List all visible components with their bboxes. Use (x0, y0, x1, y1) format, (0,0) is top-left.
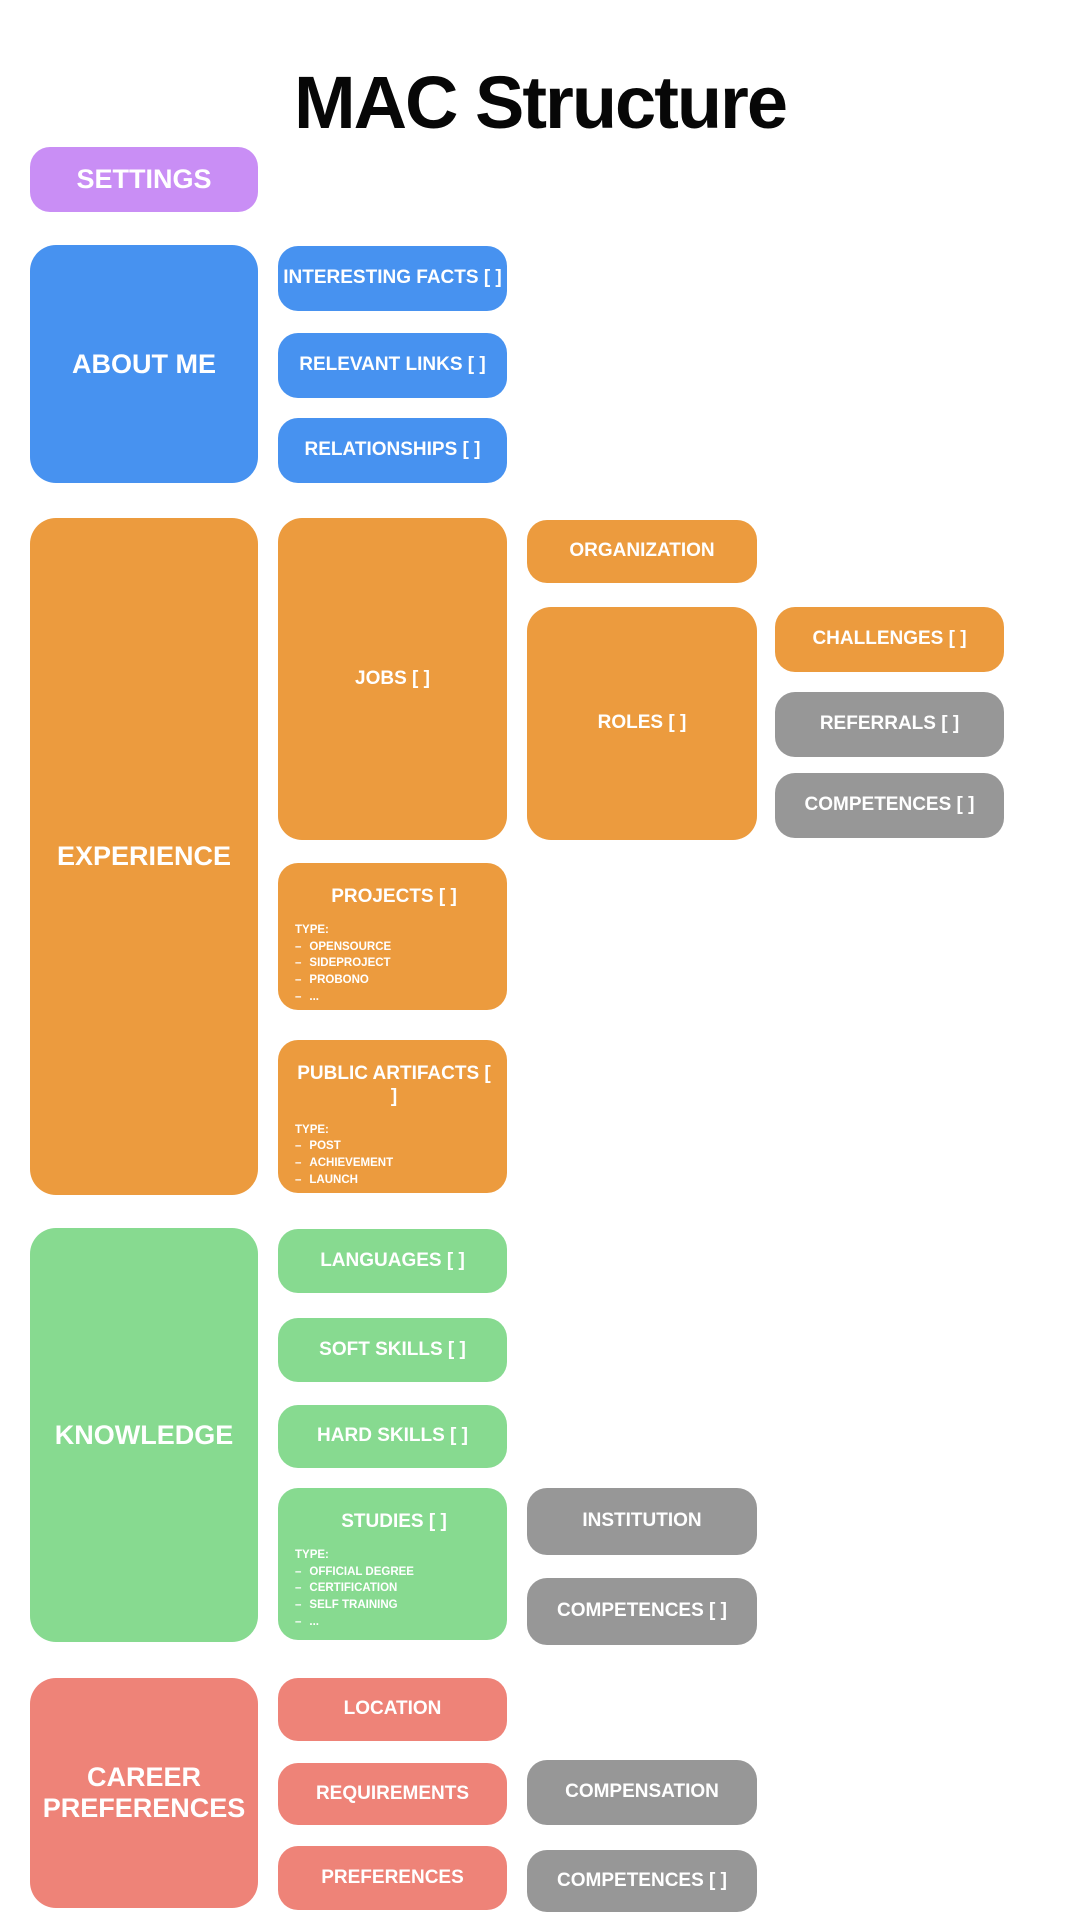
dash-bullet: – (295, 1599, 302, 1612)
page-title: MAC Structure (293, 60, 788, 144)
type-item-label: OFFICIAL DEGREE (309, 1565, 414, 1578)
knowledge-node: KNOWLEDGE (30, 1228, 258, 1642)
projects-type-list: TYPE: –OPENSOURCE –SIDEPROJECT –PROBONO … (295, 924, 493, 1005)
type-label: TYPE: (295, 1548, 329, 1561)
dash-bullet: – (295, 1140, 302, 1153)
public-artifacts-node: PUBLIC ARTIFACTS [ ] TYPE: –POST –ACHIEV… (278, 1040, 507, 1203)
type-item-label: PROBONO (309, 974, 369, 987)
hard-skills-node: HARD SKILLS [ ] (278, 1405, 507, 1468)
referrals-node: REFERRALS [ ] (775, 692, 1004, 757)
type-item: –... (295, 1616, 493, 1630)
dash-bullet: – (295, 957, 302, 970)
type-item-label: LAUNCH (309, 1173, 358, 1186)
interesting-facts-node: INTERESTING FACTS [ ] (278, 246, 507, 311)
type-label: TYPE: (295, 1123, 329, 1136)
studies-type-list: TYPE: –OFFICIAL DEGREE –CERTIFICATION –S… (295, 1549, 493, 1630)
type-item: –OFFICIAL DEGREE (295, 1566, 493, 1580)
type-item: –LAUNCH (295, 1174, 493, 1188)
compensation-node: COMPENSATION (527, 1760, 757, 1825)
dash-bullet: – (295, 1565, 302, 1578)
type-item-label: ACHIEVEMENT (309, 1157, 394, 1170)
career-competences-node: COMPETENCES [ ] (527, 1850, 757, 1912)
studies-title: STUDIES [ ] (341, 1511, 447, 1532)
preferences-node: PREFERENCES (278, 1846, 507, 1910)
type-item-label: ... (309, 990, 319, 1003)
knowledge-competences-node: COMPETENCES [ ] (527, 1578, 757, 1645)
type-item-label: CERTIFICATION (309, 1582, 398, 1595)
type-item-label: POST (309, 1140, 341, 1153)
settings-node: SETTINGS (30, 147, 258, 212)
relevant-links-node: RELEVANT LINKS [ ] (278, 333, 507, 398)
type-item-label: SELF TRAINING (309, 1599, 398, 1612)
about-me-node: ABOUT ME (30, 245, 258, 483)
public-artifacts-type-list: TYPE: –POST –ACHIEVEMENT –LAUNCH –... (295, 1124, 493, 1205)
dash-bullet: – (295, 1173, 302, 1186)
type-item: –... (295, 991, 493, 1005)
experience-competences-node: COMPETENCES [ ] (775, 773, 1004, 838)
dash-bullet: – (295, 1157, 302, 1170)
dash-bullet: – (295, 940, 302, 953)
dash-bullet: – (295, 1190, 302, 1203)
jobs-node: JOBS [ ] (278, 518, 507, 840)
relationships-node: RELATIONSHIPS [ ] (278, 418, 507, 483)
type-item: –CERTIFICATION (295, 1582, 493, 1596)
type-item: –SIDEPROJECT (295, 957, 493, 971)
studies-node: STUDIES [ ] TYPE: –OFFICIAL DEGREE –CERT… (278, 1488, 507, 1640)
roles-node: ROLES [ ] (527, 607, 757, 840)
projects-title: PROJECTS [ ] (331, 886, 457, 907)
soft-skills-node: SOFT SKILLS [ ] (278, 1318, 507, 1382)
type-item: –SELF TRAINING (295, 1599, 493, 1613)
dash-bullet: – (295, 974, 302, 987)
type-label: TYPE: (295, 923, 329, 936)
dash-bullet: – (295, 1615, 302, 1628)
type-item: –ACHIEVEMENT (295, 1157, 493, 1171)
career-preferences-node: CAREER PREFERENCES (30, 1678, 258, 1908)
type-item: –PROBONO (295, 974, 493, 988)
public-artifacts-title: PUBLIC ARTIFACTS [ ] (297, 1063, 491, 1107)
type-item-label: OPENSOURCE (309, 940, 392, 953)
languages-node: LANGUAGES [ ] (278, 1229, 507, 1293)
challenges-node: CHALLENGES [ ] (775, 607, 1004, 672)
dash-bullet: – (295, 1582, 302, 1595)
requirements-node: REQUIREMENTS (278, 1763, 507, 1825)
organization-node: ORGANIZATION (527, 520, 757, 583)
type-item-label: ... (309, 1190, 319, 1203)
type-item: –OPENSOURCE (295, 941, 493, 955)
location-node: LOCATION (278, 1678, 507, 1741)
type-item: –... (295, 1191, 493, 1205)
type-item-label: ... (309, 1615, 319, 1628)
type-item: –POST (295, 1140, 493, 1154)
type-item-label: SIDEPROJECT (309, 957, 391, 970)
experience-node: EXPERIENCE (30, 518, 258, 1195)
dash-bullet: – (295, 990, 302, 1003)
institution-node: INSTITUTION (527, 1488, 757, 1555)
projects-node: PROJECTS [ ] TYPE: –OPENSOURCE –SIDEPROJ… (278, 863, 507, 1010)
